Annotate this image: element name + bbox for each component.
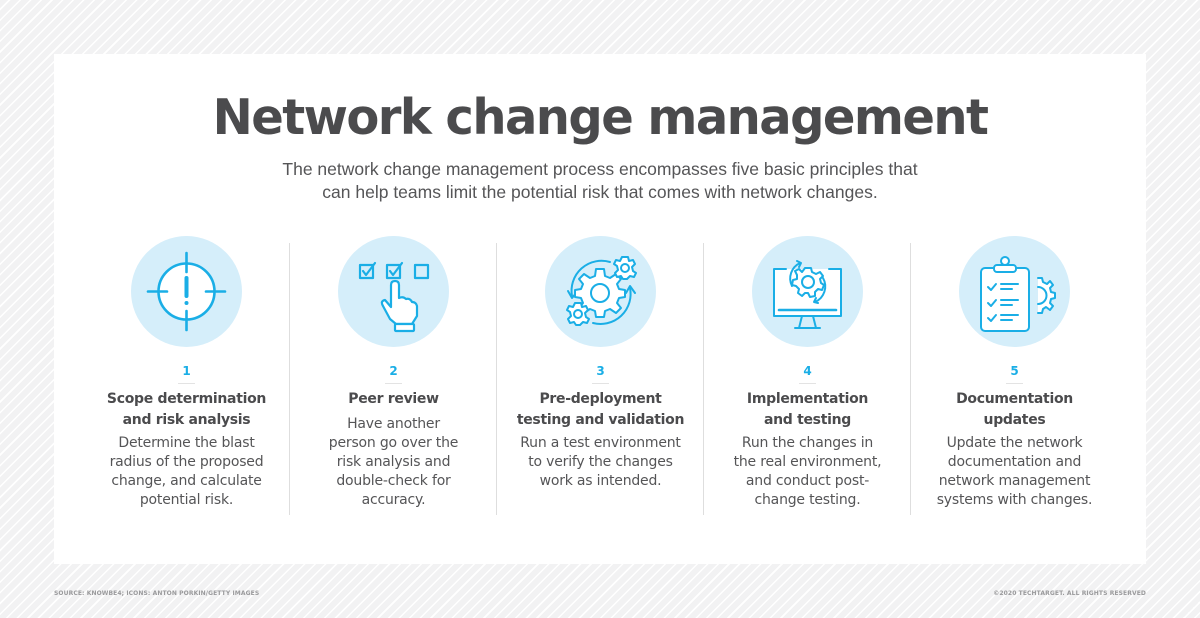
step-title-line: and risk analysis [122,412,251,428]
desc-line: person go over the [328,435,459,451]
step-number-underline [592,383,609,384]
step-title-line: Implementation [746,391,869,407]
clipboard-gear-icon [959,236,1070,347]
gears-cycle-icon [545,236,656,347]
step-title-line: Peer review [348,391,439,407]
step-description: Run the changes in the real environment,… [704,434,911,510]
step-title-line: Scope determination [106,391,267,407]
subtitle-line-1: The network change management process en… [282,159,918,179]
desc-line: Update the network [946,435,1083,451]
desc-line: and conduct post- [745,473,870,489]
step-title-line: updates [983,412,1046,428]
desc-line: the real environment, [733,454,882,470]
step-number-underline [385,383,402,384]
monitor-gear-icon [752,236,863,347]
step-description: Run a test environment to verify the cha… [497,434,704,491]
desc-line: systems with changes. [936,492,1093,508]
desc-line: change, and calculate [111,473,262,489]
desc-line: double-check for [336,473,451,489]
step-title-line: testing and validation [516,412,685,428]
desc-line: Determine the blast [118,435,255,451]
step-title: Scope determination and risk analysis [83,389,290,431]
step-number: 2 [389,364,398,378]
source-credit: SOURCE: KNOWBE4; ICONS: ANTON PORKIN/GET… [54,590,260,597]
step-number-underline [178,383,195,384]
step-peer-review: 2 Peer review Have another person go ove… [290,236,497,526]
step-number-underline [799,383,816,384]
desc-line: Have another [347,416,440,432]
column-divider [703,243,704,515]
step-number: 5 [1010,364,1019,378]
step-description: Determine the blast radius of the propos… [83,434,290,510]
step-number: 4 [803,364,812,378]
checklist-hand-icon [338,236,449,347]
column-divider [289,243,290,515]
step-description: Update the network documentation and net… [911,434,1118,510]
step-title-line: Documentation [956,391,1073,407]
step-number: 3 [596,364,605,378]
desc-line: documentation and [947,454,1082,470]
subtitle-line-2: can help teams limit the potential risk … [322,182,878,202]
desc-line: work as intended. [539,473,662,489]
desc-line: Run a test environment [520,435,681,451]
step-title-line: and testing [763,412,851,428]
step-title-line: Pre-deployment [539,391,662,407]
step-number: 1 [182,364,191,378]
desc-line: accuracy. [361,492,426,508]
page-subtitle: The network change management process en… [0,158,1200,204]
step-implementation-testing: 4 Implementation and testing Run the cha… [704,236,911,526]
step-scope-determination: 1 Scope determination and risk analysis … [83,236,290,526]
desc-line: to verify the changes [528,454,673,470]
step-title: Implementation and testing [704,389,911,431]
desc-line: Run the changes in [741,435,874,451]
desc-line: potential risk. [139,492,234,508]
step-documentation-updates: 5 Documentation updates Update the netwo… [911,236,1118,526]
page-title: Network change management [212,89,989,146]
step-description: Have another person go over the risk ana… [290,415,497,510]
desc-line: radius of the proposed [109,454,264,470]
desc-line: network management [938,473,1091,489]
step-number-underline [1006,383,1023,384]
target-alert-icon [131,236,242,347]
step-title: Peer review [290,389,497,410]
step-pre-deployment-testing: 3 Pre-deployment testing and validation … [497,236,704,526]
desc-line: change testing. [754,492,861,508]
column-divider [910,243,911,515]
step-title: Documentation updates [911,389,1118,431]
step-title: Pre-deployment testing and validation [497,389,704,431]
copyright-notice: ©2020 TECHTARGET. ALL RIGHTS RESERVED [993,590,1146,597]
desc-line: risk analysis and [336,454,451,470]
column-divider [496,243,497,515]
